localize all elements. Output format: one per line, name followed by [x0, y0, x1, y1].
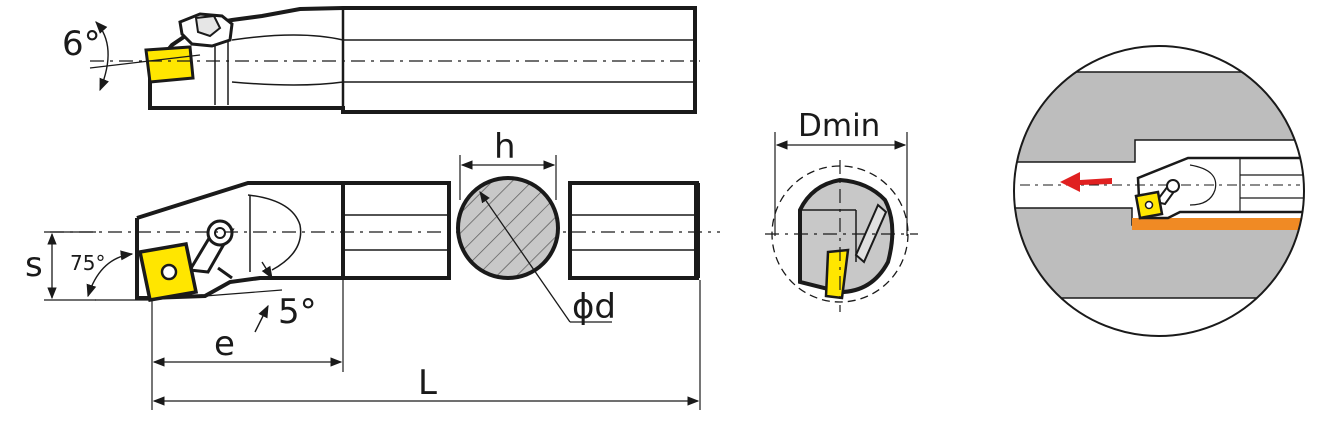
end-view-body	[798, 177, 895, 295]
main-view	[50, 181, 720, 333]
angle-6-arc	[95, 21, 109, 92]
main-view-shank-left	[341, 181, 451, 280]
main-view-shank-right	[568, 181, 699, 280]
dimension-L	[152, 280, 701, 410]
label-s: s	[25, 245, 43, 285]
angle-5-arc-top	[261, 261, 273, 280]
label-L: L	[418, 363, 437, 403]
top-view-head-curve-low	[231, 81, 344, 86]
label-h: h	[494, 127, 516, 167]
label-angle-6: 6°	[62, 24, 101, 64]
shank-section	[456, 155, 612, 323]
detail-feed-arrow	[1060, 172, 1112, 192]
angle-75-arc	[86, 250, 134, 298]
detail-insert-hole	[1144, 200, 1154, 210]
end-view-clamp	[854, 203, 888, 264]
dimension-e	[151, 280, 344, 410]
end-view-insert	[824, 248, 850, 300]
shank-section-circle	[456, 176, 560, 280]
top-view-insert	[144, 45, 195, 84]
main-view-head-inner	[247, 194, 302, 271]
label-phi-d: ϕd	[572, 287, 616, 327]
detail-machined-layer	[1132, 218, 1304, 230]
detail-workpiece-lower	[1014, 207, 1304, 299]
main-view-clamp-screw-hole	[214, 227, 226, 239]
top-view	[89, 6, 700, 114]
detail-view	[1013, 45, 1305, 337]
top-view-head-curve	[231, 34, 344, 41]
detail-tool-curve	[1189, 164, 1217, 206]
detail-tool-body	[1136, 156, 1304, 220]
label-e: e	[214, 324, 235, 364]
dimension-s	[44, 231, 96, 301]
label-angle-75: 75°	[70, 251, 105, 275]
label-angle-5: 5°	[278, 292, 317, 332]
angle-5-ref-line	[204, 289, 283, 297]
detail-clamp-screw	[1166, 179, 1180, 193]
angle-5-arc-bottom	[254, 304, 269, 333]
d-leader	[479, 191, 571, 323]
main-view-insert-hole	[160, 263, 178, 281]
end-view	[765, 132, 918, 312]
detail-circle-border	[1013, 45, 1305, 337]
top-view-clamp-screw	[194, 14, 222, 38]
main-view-neck-groove	[217, 266, 233, 280]
detail-workpiece-upper	[1014, 71, 1304, 163]
label-dmin: Dmin	[798, 108, 880, 144]
